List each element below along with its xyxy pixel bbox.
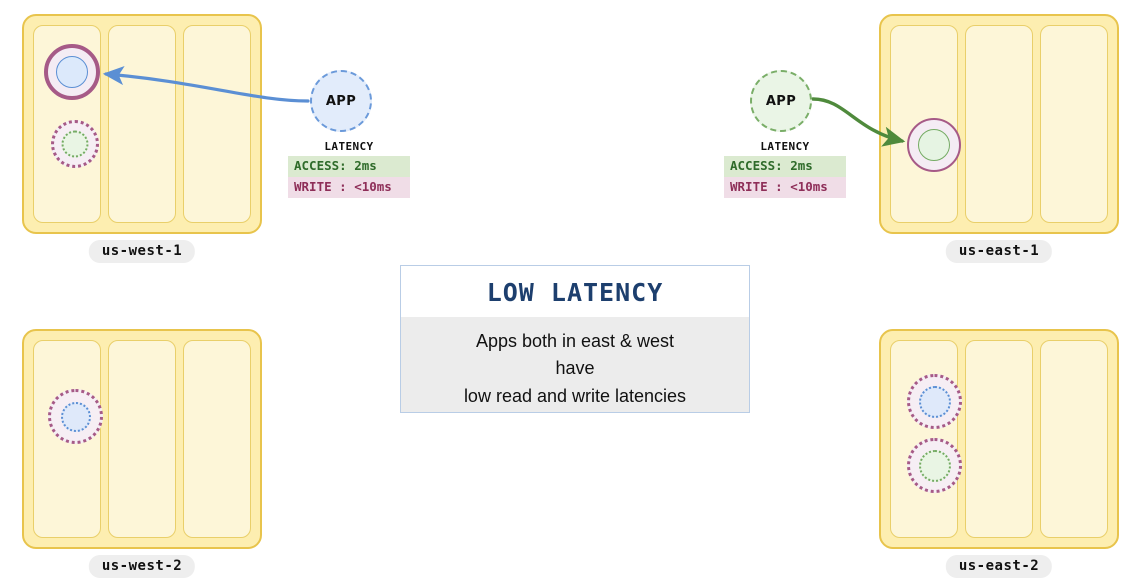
region-us-west-1[interactable]: us-west-1 [22, 14, 262, 264]
replica-core-blue [56, 56, 88, 88]
availability-zone [1040, 340, 1108, 538]
availability-zone [108, 25, 176, 223]
replica-ring-dotted[interactable] [907, 374, 962, 429]
availability-zone [33, 340, 103, 538]
info-panel-low-latency: LOW LATENCY Apps both in east & west hav… [400, 265, 750, 413]
replica-ring-dotted[interactable] [48, 389, 103, 444]
replica-ring-dotted[interactable] [907, 438, 962, 493]
info-panel-line-2: have [555, 358, 595, 379]
app-node-west[interactable]: APP [310, 70, 372, 132]
replica-core-green-dotted [61, 130, 89, 158]
primary-replica-ring[interactable] [44, 44, 100, 100]
latency-row-write: WRITE : <10ms [724, 176, 846, 198]
availability-zone [183, 25, 251, 223]
region-us-east-1[interactable]: us-east-1 [879, 14, 1119, 264]
availability-zone [965, 25, 1033, 223]
latency-row-access: ACCESS: 2ms [288, 156, 410, 177]
info-panel-line-3: low read and write latencies [463, 385, 687, 406]
app-node-east-label: APP [765, 93, 797, 109]
info-panel-title: LOW LATENCY [401, 266, 749, 317]
availability-zone [890, 340, 962, 538]
region-label-us-east-2: us-east-2 [945, 555, 1053, 578]
latency-title: LATENCY [760, 140, 810, 153]
app-node-west-label: APP [325, 93, 357, 109]
app-node-east[interactable]: APP [750, 70, 812, 132]
availability-zone [33, 25, 101, 223]
primary-replica-ring[interactable] [907, 118, 961, 172]
region-box-us-west-2 [22, 329, 262, 549]
availability-zone [108, 340, 176, 538]
region-us-east-2[interactable]: us-east-2 [879, 329, 1119, 579]
replica-core-green-dotted [918, 449, 951, 482]
region-label-us-west-2: us-west-2 [88, 555, 196, 578]
region-label-us-west-1: us-west-1 [88, 240, 196, 263]
region-box-us-east-1 [879, 14, 1119, 234]
latency-panel-east: LATENCY ACCESS: 2ms WRITE : <10ms [724, 140, 846, 198]
region-box-us-east-2 [879, 329, 1119, 549]
replica-core-blue-dotted [918, 385, 951, 418]
availability-zone [890, 25, 961, 223]
region-box-us-west-1 [22, 14, 262, 234]
latency-panel-west: LATENCY ACCESS: 2ms WRITE : <10ms [288, 140, 410, 198]
availability-zone [965, 340, 1033, 538]
region-us-west-2[interactable]: us-west-2 [22, 329, 262, 579]
availability-zone [183, 340, 251, 538]
latency-row-write: WRITE : <10ms [288, 176, 410, 198]
info-panel-body: Apps both in east & west have low read a… [401, 317, 749, 423]
latency-row-access: ACCESS: 2ms [724, 156, 846, 177]
region-label-us-east-1: us-east-1 [945, 240, 1053, 263]
info-panel-line-1: Apps both in east & west [475, 331, 675, 351]
replica-core-blue-dotted [60, 401, 91, 432]
secondary-replica-ring-dotted[interactable] [51, 120, 99, 168]
latency-title: LATENCY [324, 140, 374, 153]
availability-zone [1040, 25, 1108, 223]
replica-core-green [918, 129, 950, 161]
